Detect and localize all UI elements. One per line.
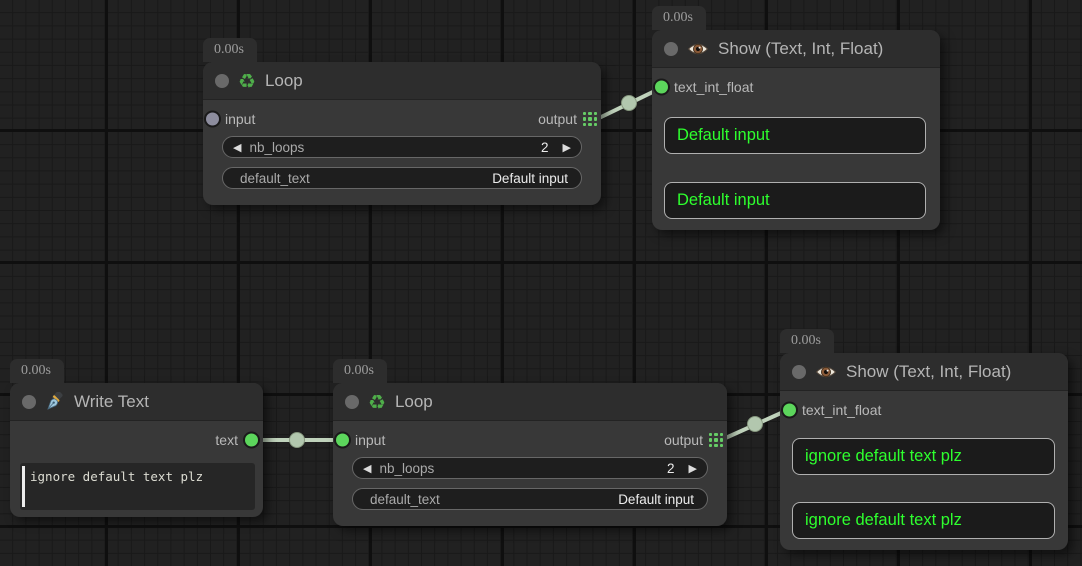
input-socket[interactable] (206, 112, 219, 126)
input-slot-label: text_int_float (802, 402, 882, 418)
default-text-widget[interactable]: default_text Default input (222, 167, 582, 189)
recycle-icon: ♻ (238, 68, 256, 93)
output-slot-label: output (538, 111, 577, 127)
node-titlebar[interactable]: Show (Text, Int, Float) (780, 353, 1068, 391)
input-slot-label: text_int_float (674, 79, 754, 95)
input-slot-label: input (225, 111, 256, 127)
recycle-icon: ♻ (368, 389, 386, 414)
execution-time-badge: 0.00s (203, 38, 257, 62)
execution-time-badge: 0.00s (10, 359, 64, 383)
execution-time-badge: 0.00s (652, 6, 706, 30)
collapse-dot[interactable] (664, 41, 678, 56)
input-socket[interactable] (783, 403, 796, 417)
node-titlebar[interactable]: Show (Text, Int, Float) (652, 30, 940, 68)
widget-value: Default input (492, 170, 568, 186)
collapse-dot[interactable] (792, 364, 806, 379)
text-area-value: ignore default text plz (30, 469, 204, 484)
node-title: Loop (264, 70, 303, 90)
node-loop-top[interactable]: 0.00s ♻ Loop input output ◀ nb_loops 2 ▶… (203, 38, 601, 205)
node-title: Show (Text, Int, Float) (846, 361, 1012, 381)
nb-loops-widget[interactable]: ◀ nb_loops 2 ▶ (352, 457, 708, 479)
execution-time-badge: 0.00s (333, 359, 387, 383)
display-text-box[interactable]: ignore default text plz (792, 502, 1055, 539)
input-socket[interactable] (655, 80, 668, 94)
node-title: Write Text (74, 391, 149, 411)
fountain-pen-icon (45, 391, 65, 412)
widget-label: default_text (240, 170, 310, 186)
node-titlebar[interactable]: Write Text (10, 383, 263, 421)
node-titlebar[interactable]: ♻ Loop (203, 62, 601, 100)
collapse-dot[interactable] (345, 394, 359, 409)
collapse-dot[interactable] (22, 394, 36, 409)
display-text-box[interactable]: Default input (664, 182, 926, 219)
link-midpoint-dot[interactable] (747, 416, 763, 432)
output-slot-label: output (664, 432, 703, 448)
nb-loops-widget[interactable]: ◀ nb_loops 2 ▶ (222, 136, 582, 158)
eye-icon (815, 364, 837, 380)
text-caret (22, 466, 25, 507)
eye-icon (687, 41, 709, 57)
execution-time-badge: 0.00s (780, 329, 834, 353)
output-socket[interactable] (245, 433, 258, 447)
node-show-top[interactable]: 0.00s Show (Text, Int, Float) text_int_f… (652, 6, 940, 230)
node-loop-bottom[interactable]: 0.00s ♻ Loop input output ◀ nb_loops 2 ▶… (333, 359, 727, 526)
decrement-arrow-icon[interactable]: ◀ (233, 140, 242, 154)
output-grid-socket-icon[interactable] (583, 112, 597, 126)
link-write-text-to-loop-bottom[interactable] (251, 432, 344, 448)
input-socket[interactable] (336, 433, 349, 447)
input-slot-label: input (355, 432, 386, 448)
text-input-area[interactable]: ignore default text plz (20, 463, 255, 510)
link-loop-bottom-to-show-bottom[interactable] (719, 407, 792, 442)
display-text-box[interactable]: Default input (664, 117, 926, 154)
link-midpoint-dot[interactable] (621, 95, 637, 111)
output-grid-socket-icon[interactable] (709, 433, 723, 447)
increment-arrow-icon[interactable]: ▶ (688, 461, 697, 475)
node-title: Show (Text, Int, Float) (718, 38, 884, 58)
link-midpoint-dot[interactable] (289, 432, 305, 448)
node-titlebar[interactable]: ♻ Loop (333, 383, 727, 421)
widget-label: nb_loops (379, 460, 435, 476)
link-loop-top-to-show-top[interactable] (595, 86, 663, 121)
increment-arrow-icon[interactable]: ▶ (562, 140, 571, 154)
collapse-dot[interactable] (215, 73, 229, 88)
widget-label: default_text (370, 491, 440, 507)
widget-value: Default input (618, 491, 694, 507)
display-text-box[interactable]: ignore default text plz (792, 438, 1055, 475)
widget-label: nb_loops (249, 139, 305, 155)
widget-value: 2 (541, 139, 549, 155)
node-write-text[interactable]: 0.00s Write Text text ignore default tex… (10, 359, 263, 517)
default-text-widget[interactable]: default_text Default input (352, 488, 708, 510)
output-slot-label: text (215, 432, 238, 448)
node-show-bottom[interactable]: 0.00s Show (Text, Int, Float) text_int_f… (780, 329, 1068, 550)
decrement-arrow-icon[interactable]: ◀ (363, 461, 372, 475)
widget-value: 2 (667, 460, 675, 476)
node-title: Loop (394, 391, 433, 411)
